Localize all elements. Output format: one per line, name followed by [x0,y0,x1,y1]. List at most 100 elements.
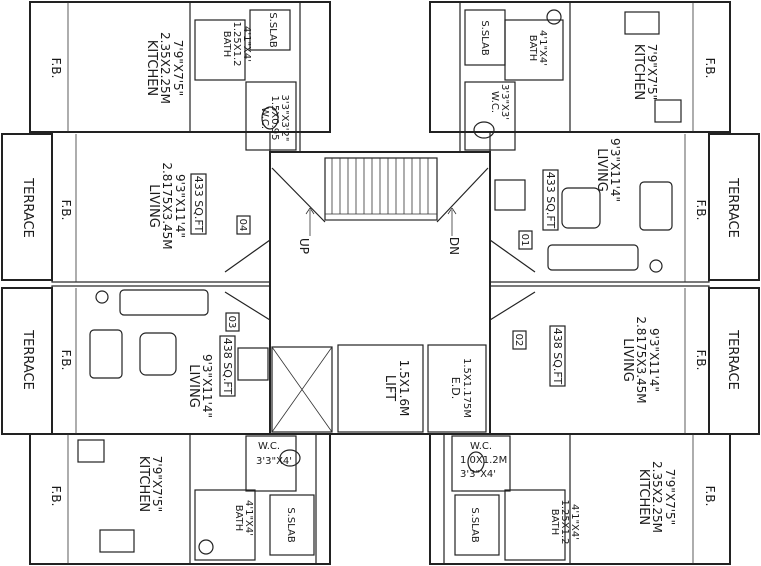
room-bath-tl: BATH 1.25X1.2 4'1"X4' [221,21,252,66]
wall-bottom-right [429,433,731,565]
room-dim-ft: 9'3"X11'4" [173,174,187,238]
room-name: KITCHEN [631,44,646,100]
terrace-label: TERRACE [20,177,35,238]
lamp-icon [649,259,663,273]
room-dim-m: 2.8175X3.45M [160,162,174,249]
room-bath-tr: BATH 4'1"X4' [527,30,548,66]
room-wc-tl: W.C. 1.5X0.95 3'3"X3'2" [259,95,290,142]
sslab-tr-box [464,9,506,66]
stair-up-label: UP [297,238,311,254]
room-dim-ft: 9'3"X11'4" [647,328,661,392]
room-name: LIVING [594,148,609,192]
flat-no-04: 04 [236,215,251,235]
room-dim-ft: 7'9"X7'5" [171,40,185,96]
wc-tl-box [245,81,297,151]
sofa-icon [547,244,639,271]
room-lift: LIFT 1.5X1.6M [382,360,411,417]
flat-area-01: 433 SQ.FT [542,169,559,231]
room-name: W.C. [489,91,500,113]
fb-label: F.B. [703,58,717,79]
basin-icon [546,9,562,25]
svg-text:02: 02 [513,334,524,347]
room-dim-ft: 4'1"X4' [243,500,254,536]
wall-top-right [429,1,731,133]
room-name: LIFT [382,375,397,401]
table-icon [561,187,601,229]
fb-label: F.B. [694,200,708,221]
wall-living-br [489,285,710,435]
terrace-label: TERRACE [20,329,35,390]
sslab-tl-box [249,9,291,51]
core [224,2,536,564]
room-name: KITCHEN [136,456,151,512]
sink-icon [654,99,682,123]
fb-label: F.B. [49,486,63,507]
sslab-br-box [454,494,500,556]
room-dim-m: 2.35X2.25M [650,461,664,533]
room-dim-ft: 7'9"X7'5" [150,456,164,512]
room-dim-ft: 3'3"X3' [499,84,510,120]
cabinet-icon [494,179,526,211]
bath-br-box [504,489,566,561]
svg-text:433 SQ.FT: 433 SQ.FT [544,172,557,229]
table-icon [139,332,177,376]
flat-no-03: 03 [225,312,240,332]
stove-icon [99,529,135,553]
room-dim-ft: 7'9"X7'5" [645,44,659,100]
room-kitchen-br: KITCHEN 2.35X2.25M 7'9"X7'5" [636,461,677,533]
flat-no-01: 01 [518,230,533,250]
room-living-br: LIVING 2.8175X3.45M 9'3"X11'4" [620,316,661,403]
sslab-bl-box [269,494,315,556]
room-dim-m: 1.25X1.2 [559,499,570,544]
armchair-icon [639,181,673,231]
room-dim-ft: 4'1"X4' [569,504,580,540]
fb-label: F.B. [694,350,708,371]
room-dim-m: 1.25X1.2 [231,21,242,66]
room-wc-br-name: W.C. [470,441,492,452]
room-dim-ft: 4'1"X4' [537,30,548,66]
wall-living-bl [51,285,271,435]
room-name: LIVING [186,364,201,408]
sslab-label: S.SLAB [267,12,278,48]
room-ed: E.D. 1.5X1.175M [449,358,472,418]
svg-text:438 SQ.FT: 438 SQ.FT [551,328,564,385]
bath-tl-box [194,19,246,81]
room-dim-ft: 7'9"X7'5" [663,469,677,525]
room-wc-bl-name: W.C. [258,441,280,452]
room-dim-ft: 9'3"X11'4" [608,138,622,202]
flat-area-02: 438 SQ.FT [549,325,566,387]
room-name: BATH [527,35,538,62]
room-living-bl: LIVING 9'3"X11'4" [186,354,214,418]
room-name: LIVING [620,338,635,382]
terrace-label: TERRACE [725,177,740,238]
room-dim-ft: 9'3"X11'4" [200,354,214,418]
toilet-icon [279,449,301,467]
fb-label: F.B. [703,486,717,507]
svg-text:04: 04 [237,219,248,232]
room-dim-m: 1.5X0.95 [269,95,280,140]
core-outline [269,151,491,435]
room-wc-br-dim-m: 1.0X1.2M [460,455,507,466]
room-name: W.C. [259,107,270,129]
room-name: BATH [221,31,232,58]
sslab-label: S.SLAB [479,20,490,56]
wc-tr-box [464,81,516,151]
basin-icon [198,539,214,555]
furniture [77,11,682,553]
flat-area-04: 433 SQ.FT [190,173,207,235]
fb-label: F.B. [49,58,63,79]
room-name: BATH [233,505,244,532]
sink-icon [77,439,105,463]
toilet-icon [467,451,485,473]
room-kitchen-bl: KITCHEN 7'9"X7'5" [136,456,164,512]
room-kitchen-tr: KITCHEN 7'9"X7'5" [631,44,659,100]
flat-area-03: 438 SQ.FT [219,335,236,397]
svg-text:01: 01 [519,234,530,247]
labels: KITCHEN 2.35X2.25M 7'9"X7'5" KITCHEN 7'9… [20,12,740,544]
stair-down-label: DN [447,237,461,255]
sslab-label: S.SLAB [285,507,296,543]
room-wc-tr: W.C. 3'3"X3' [489,84,510,120]
fb-label: F.B. [59,350,73,371]
staircase [324,157,438,221]
